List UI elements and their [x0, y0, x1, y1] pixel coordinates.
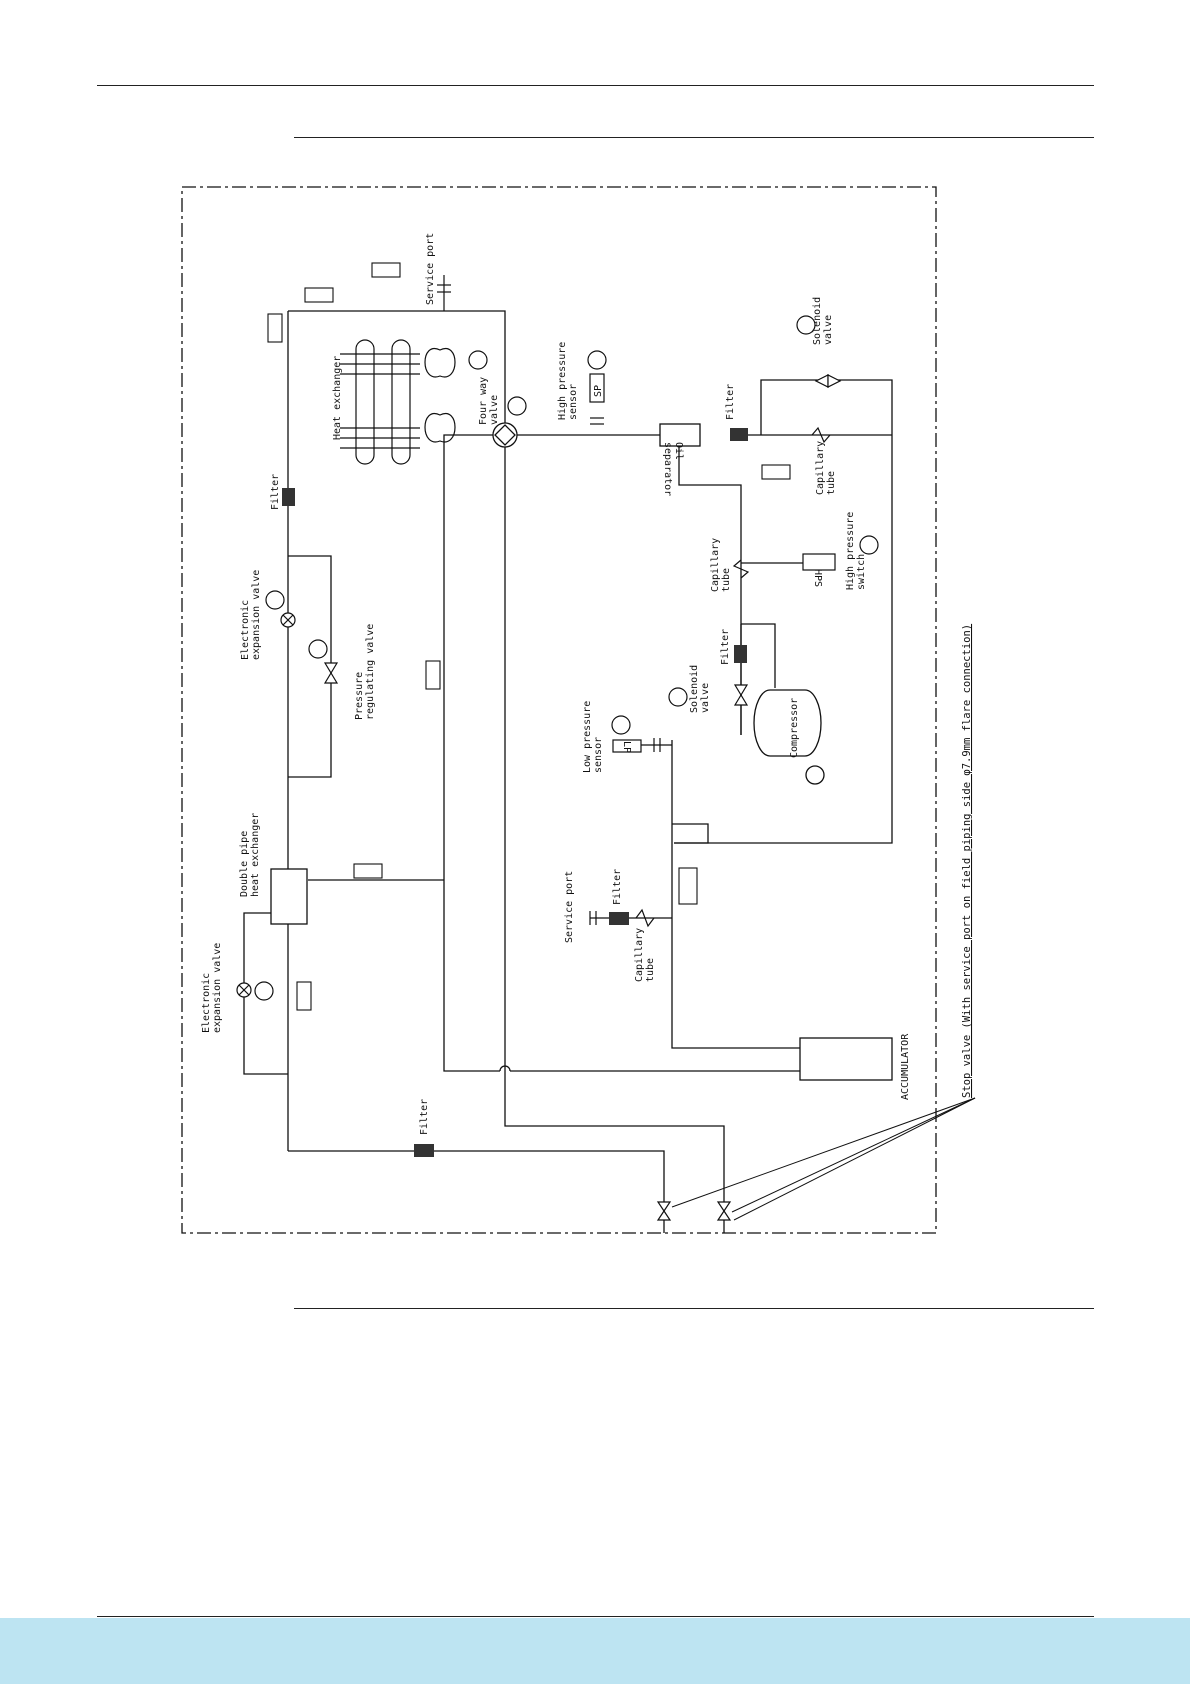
label-compressor: Compressor: [789, 698, 800, 758]
label-solenoid-valve-mid: Solenoidvalve: [689, 665, 711, 713]
footer-rule: [97, 1616, 1094, 1617]
stop-valve-note: Stop valve (With service port on field p…: [961, 624, 973, 1098]
header-rule-second: [294, 137, 1094, 138]
unit-boundary: [181, 186, 937, 1234]
label-four-way-valve: Four wayvalve: [478, 377, 500, 425]
accumulator: [799, 1037, 893, 1081]
double-pipe-heat-exchanger: [270, 868, 308, 925]
label-heat-exchanger: Heat exchanger: [332, 356, 343, 440]
electronic-expansion-valve-icon: [236, 590, 296, 1001]
high-pressure-switch: [802, 553, 836, 571]
compressor-icon: [753, 689, 825, 785]
header-rule-top: [97, 85, 1094, 86]
fan-icon: [424, 347, 527, 443]
label-filter-mid: Filter: [720, 629, 731, 665]
label-electronic-expansion-valve-top: Electronicexpansion valve: [240, 570, 262, 660]
label-accumulator: ACCUMULATOR: [900, 1033, 911, 1100]
label-sp: SP: [593, 385, 604, 397]
thermistor-icon: [267, 262, 791, 1011]
label-electronic-expansion-valve-bottom: Electronicexpansion valve: [201, 943, 223, 1033]
label-filter-top-right: Filter: [725, 384, 736, 420]
label-solenoid-valve-top: Solenoidvalve: [812, 297, 834, 345]
low-pressure-sensor: [612, 739, 642, 753]
label-low-pressure-sensor: Low pressuresensor: [582, 701, 604, 773]
capillary-tube-icon: [635, 426, 831, 928]
high-pressure-sensor: [589, 373, 605, 403]
label-lp: LP: [621, 741, 632, 753]
label-pressure-regulating-valve: Pressureregulating valve: [354, 624, 376, 720]
heat-exchanger-coil: [340, 339, 420, 465]
label-high-pressure-switch: High pressureswitch: [845, 512, 867, 590]
label-service-port-bottom: Service port: [564, 871, 575, 943]
stop-valve-icon: [656, 1201, 732, 1221]
label-hps: HPS: [812, 569, 823, 587]
four-way-valve-icon: [492, 422, 518, 448]
label-capillary-tube-mid: Capillarytube: [710, 538, 732, 592]
label-service-port-top: Service port: [425, 233, 436, 305]
filter-icon: [282, 428, 748, 1157]
footer-band: [0, 1618, 1190, 1684]
label-capillary-tube-top: Capillarytube: [815, 441, 837, 495]
label-filter-left-top: Filter: [270, 474, 281, 510]
label-capillary-tube-bottom: Capillarytube: [634, 928, 656, 982]
section-rule-bottom: [294, 1308, 1094, 1309]
label-high-pressure-sensor: High pressuresensor: [557, 342, 579, 420]
label-filter-bottom-left: Filter: [419, 1099, 430, 1135]
label-oil-separator: Oilseparator: [662, 442, 684, 496]
oil-separator: [659, 423, 701, 447]
label-double-pipe-heat-exchanger: Double pipeheat exchanger: [239, 813, 261, 897]
valve-icon: [308, 315, 842, 707]
label-filter-bottom: Filter: [612, 869, 623, 905]
